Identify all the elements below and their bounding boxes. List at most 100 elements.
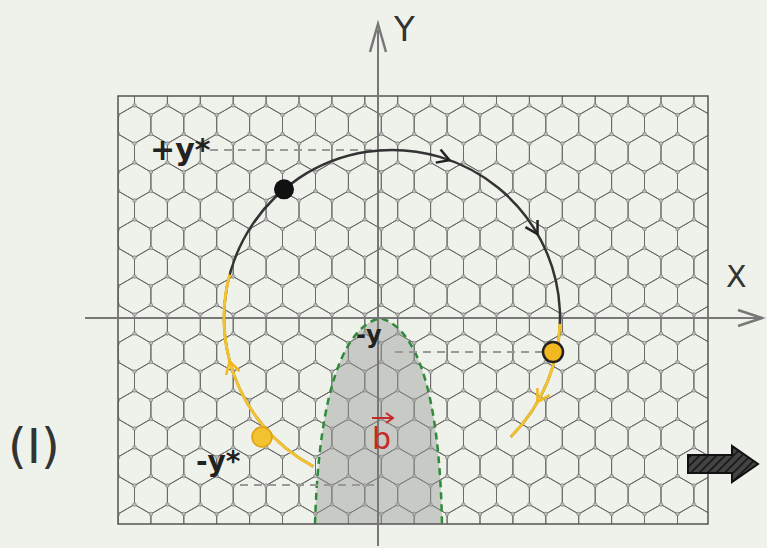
lattice-atom (577, 360, 581, 364)
lattice-atom (182, 474, 186, 478)
lattice-atom (593, 427, 597, 431)
lattice-atom (593, 199, 597, 203)
lattice-atom (561, 256, 565, 260)
lattice-atom (495, 427, 499, 431)
lattice-atom (462, 199, 466, 203)
lattice-atom (593, 313, 597, 317)
lattice-atom (264, 104, 268, 108)
lattice-atom (264, 313, 268, 317)
axis-label: X (726, 262, 747, 292)
lattice-atom (692, 427, 696, 431)
lattice-atom (478, 360, 482, 364)
lattice-atom (396, 218, 400, 222)
lattice-atom (643, 132, 647, 136)
lattice-atom (363, 275, 367, 279)
lattice-atom (511, 132, 515, 136)
lattice-atom (231, 142, 235, 146)
orbit (224, 149, 563, 466)
lattice-atom (133, 446, 137, 450)
lattice-atom (330, 218, 334, 222)
lattice-atom (380, 246, 384, 250)
lattice-atom (133, 161, 137, 165)
lattice-atom (626, 446, 630, 450)
lattice-atom (462, 256, 466, 260)
lattice-atom (429, 199, 433, 203)
lattice-atom (231, 313, 235, 317)
lattice-atom (692, 256, 696, 260)
lattice-atom (248, 284, 252, 288)
lattice-atom (593, 104, 597, 108)
lattice-atom (626, 275, 630, 279)
lattice-atom (495, 142, 499, 146)
lattice-atom (561, 199, 565, 203)
charge-dot (274, 179, 294, 199)
lattice-atom (610, 398, 614, 402)
lattice-atom (396, 256, 400, 260)
lattice-atom (215, 189, 219, 193)
lattice-atom (445, 417, 449, 421)
lattice-atom (495, 218, 499, 222)
figure-label: (I) (8, 422, 60, 470)
lattice-atom (182, 113, 186, 117)
lattice-atom (478, 132, 482, 136)
lattice-atom (330, 142, 334, 146)
lattice-atom (511, 398, 515, 402)
lattice-atom (593, 275, 597, 279)
lattice-atom (412, 246, 416, 250)
lattice-atom (511, 512, 515, 516)
lattice-atom (347, 113, 351, 117)
lattice-atom (593, 370, 597, 374)
lattice-atom (478, 417, 482, 421)
lattice-atom (297, 427, 301, 431)
lattice-atom (445, 512, 449, 516)
lattice-atom (626, 218, 630, 222)
lattice-atom (544, 170, 548, 174)
lattice-atom (297, 446, 301, 450)
lattice-atom (593, 142, 597, 146)
coordinate-label: -y* (196, 448, 241, 476)
lattice-atom (626, 142, 630, 146)
lattice-atom (182, 341, 186, 345)
lattice-atom (626, 256, 630, 260)
lattice-atom (412, 341, 416, 345)
lattice-atom (610, 227, 614, 231)
lattice-atom (297, 332, 301, 336)
y-axis-arrow (370, 24, 386, 52)
lattice-atom (281, 227, 285, 231)
lattice-atom (561, 484, 565, 488)
lattice-atom (478, 474, 482, 478)
lattice-atom (380, 189, 384, 193)
lattice-atom (445, 113, 449, 117)
lattice-atom (429, 313, 433, 317)
lattice-atom (215, 303, 219, 307)
lattice-atom (462, 484, 466, 488)
lattice-atom (199, 313, 203, 317)
lattice-atom (445, 189, 449, 193)
lattice-atom (281, 341, 285, 345)
lattice-atom (264, 484, 268, 488)
lattice-atom (676, 189, 680, 193)
lattice-atom (363, 313, 367, 317)
lattice-atom (593, 503, 597, 507)
lattice-atom (297, 218, 301, 222)
lattice-atom (297, 503, 301, 507)
lattice-atom (314, 341, 318, 345)
lattice-atom (264, 199, 268, 203)
lattice-atom (478, 227, 482, 231)
lattice-atom (676, 398, 680, 402)
lattice-atom (593, 446, 597, 450)
lattice-atom (281, 246, 285, 250)
lattice-atom (133, 503, 137, 507)
lattice-atom (659, 142, 663, 146)
lattice-atom (133, 275, 137, 279)
lattice-atom (248, 113, 252, 117)
lattice-atom (659, 484, 663, 488)
lattice-atom (231, 275, 235, 279)
lattice-atom (182, 512, 186, 516)
lattice-atom (643, 113, 647, 117)
lattice-atom (577, 189, 581, 193)
lattice-atom (166, 389, 170, 393)
lattice-atom (528, 484, 532, 488)
lattice-atom (231, 484, 235, 488)
lattice-atom (528, 199, 532, 203)
